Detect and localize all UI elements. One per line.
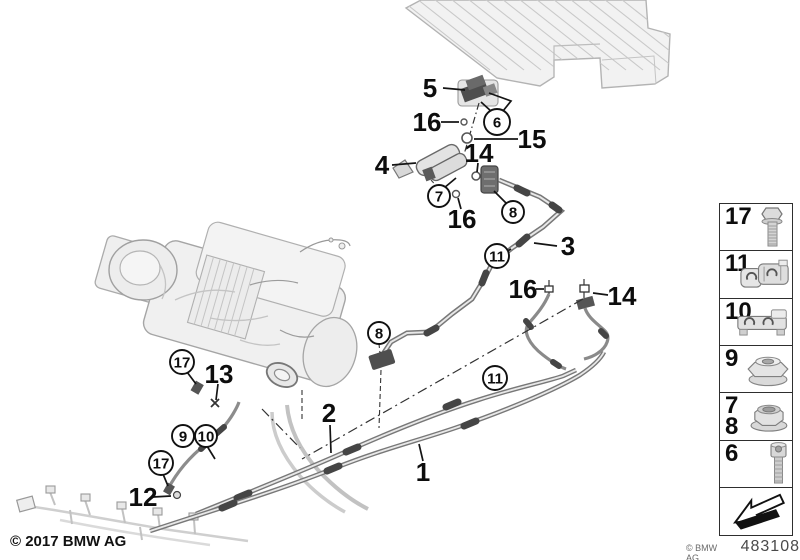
sidebar-part-6[interactable]: 6: [719, 439, 793, 489]
collar-nut-icon: [747, 356, 789, 386]
callout-circle: [427, 184, 451, 208]
sidebar-part-7-8[interactable]: 7 8: [719, 392, 793, 442]
hvac-unit-illustration: [94, 221, 358, 388]
part-number: 7: [725, 392, 739, 420]
circled-callout-17[interactable]: 17: [169, 349, 195, 375]
circled-callout-11[interactable]: 11: [482, 365, 508, 391]
callout-circle: [501, 200, 525, 224]
circled-callout-6[interactable]: 6: [483, 108, 511, 136]
callout-circle: [194, 424, 218, 448]
callout-label-1[interactable]: 1: [416, 457, 430, 487]
refrigerant-line-2: [195, 367, 577, 517]
circled-callout-9[interactable]: 9: [171, 424, 195, 448]
battery-pack-illustration: [404, 0, 671, 89]
sidebar-part-11[interactable]: 11: [719, 250, 793, 300]
circled-callout-10[interactable]: 10: [194, 424, 218, 448]
callout-label-4[interactable]: 4: [375, 150, 390, 180]
hvac-connection-pipes: [270, 404, 369, 514]
callout-circle: [483, 108, 511, 136]
callout-label-17: 17: [174, 355, 191, 372]
callout-label-8: 8: [375, 326, 383, 343]
view-direction-box: [719, 487, 793, 536]
callout-label-17: 17: [153, 456, 170, 473]
diagram-number: 483108: [740, 538, 800, 555]
parts-sidebar: 17 11 10: [719, 203, 793, 536]
callout-label-15[interactable]: 15: [518, 124, 547, 154]
part-number: 8: [725, 413, 739, 441]
wiring-harness-illustration: [15, 485, 249, 547]
centerline-guides: [261, 298, 584, 460]
part-number: 6: [725, 439, 739, 467]
callout-label-6: 6: [493, 115, 501, 132]
callout-circle: [482, 365, 508, 391]
circled-callout-11[interactable]: 11: [484, 243, 510, 269]
callout-label-11: 11: [487, 371, 503, 388]
pipe-clamp-icon: [740, 259, 789, 288]
callout-label-5[interactable]: 5: [423, 73, 437, 103]
flange-nut-icon: [750, 404, 788, 432]
sidebar-part-9[interactable]: 9: [719, 345, 793, 394]
callout-label-10: 10: [198, 429, 215, 446]
view-direction-arrow-icon: [732, 493, 786, 530]
callout-label-11: 11: [489, 249, 505, 266]
hex-bolt-icon: [761, 207, 783, 247]
part-number: 17: [725, 203, 752, 230]
callout-label-13[interactable]: 13: [205, 359, 234, 389]
circled-callout-17[interactable]: 17: [148, 450, 174, 476]
callout-circle: [169, 349, 195, 375]
pipe-bracket-icon: [737, 309, 787, 336]
copyright-right: © BMW AG: [686, 543, 718, 560]
callout-label-16[interactable]: 16: [448, 204, 477, 234]
part-number: 9: [725, 345, 739, 373]
upper-pipe-assembly: [368, 74, 610, 371]
callout-label-2[interactable]: 2: [322, 398, 336, 428]
callout-circle: [367, 321, 391, 345]
callout-label-16[interactable]: 16: [413, 107, 442, 137]
circled-callout-8[interactable]: 8: [501, 200, 525, 224]
callout-label-16[interactable]: 16: [509, 274, 538, 304]
callout-label-12[interactable]: 12: [129, 482, 158, 512]
clamped-pipe-illustration: [163, 380, 241, 500]
callout-label-14[interactable]: 14: [465, 138, 494, 168]
sidebar-part-10[interactable]: 10: [719, 297, 793, 347]
copyright-left: © 2017 BMW AG: [10, 533, 127, 550]
socket-head-screw-icon: [770, 442, 787, 484]
callout-label-3[interactable]: 3: [561, 231, 575, 261]
circled-callout-7[interactable]: 7: [427, 184, 451, 208]
circled-callout-8[interactable]: 8: [367, 321, 391, 345]
callout-circle: [484, 243, 510, 269]
footer-right: © BMW AG 483108: [686, 538, 800, 560]
callout-label-9: 9: [179, 429, 187, 446]
callout-leader-lines: [152, 87, 609, 498]
sidebar-part-17[interactable]: 17: [719, 203, 793, 252]
callout-label-8: 8: [509, 205, 517, 222]
callout-label-14[interactable]: 14: [608, 281, 637, 311]
callout-label-7: 7: [435, 189, 443, 206]
callout-circle: [171, 424, 195, 448]
callout-circle: [148, 450, 174, 476]
refrigerant-line-1: [149, 350, 607, 534]
